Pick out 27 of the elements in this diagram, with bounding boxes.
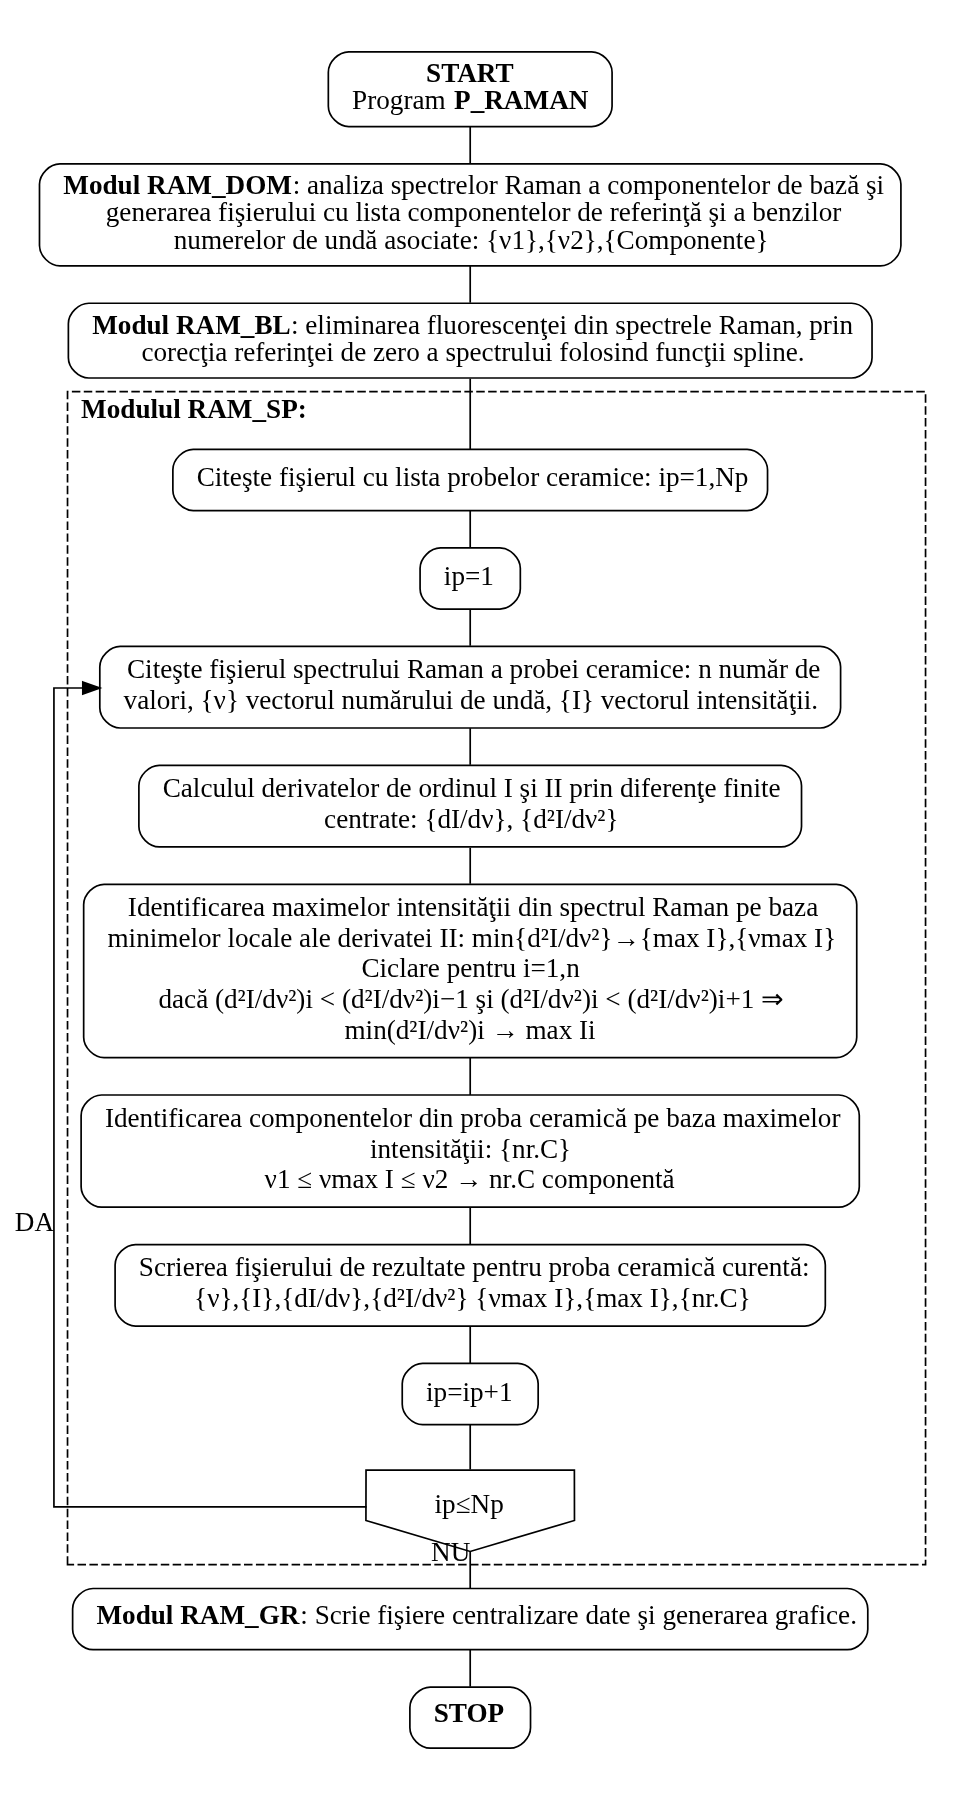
node-box: ip=1	[419, 547, 522, 610]
connector	[469, 126, 472, 165]
connector	[469, 727, 472, 766]
connector	[469, 265, 472, 304]
connector	[469, 1423, 472, 1471]
connector	[469, 846, 472, 885]
node-box: Scrierea fişierului de rezultate pentru proba ceramică curentă: {ν},{I},{dI/dν},{d²I/dν²} {νmax I},{max I},{nr.C}	[114, 1243, 827, 1327]
node-box: Citeşte fişierul cu lista probelor ceramice: ip=1,Np	[172, 448, 769, 512]
node-box: ip=ip+1	[401, 1362, 539, 1426]
node-box: Citeşte fişierul spectrului Raman a probei ceramice: n număr de valori, {ν} vectorul numărului de undă, {I} vectorul intensităţii.	[98, 645, 842, 729]
connector	[469, 608, 472, 647]
connector	[469, 1325, 472, 1365]
node-box: Identificarea maximelor intensităţii din spectrul Raman pe baza minimelor locale ale derivatei II: min{d²I/dν²}→{max I},{νmax I} Ciclare pentru i=1,n dacă (d²I/dν²)i < (d²I/dν²)i−1 şi (d²I/dν²)i < (d²I/dν²)i+1 ⇒ min(d²I/dν²)i → max Ii	[82, 883, 858, 1059]
connector	[469, 1550, 472, 1589]
node-box: START Program P_RAMAN	[327, 50, 613, 128]
connector	[469, 1057, 472, 1096]
connector	[469, 1648, 472, 1688]
node-box: Modul RAM_DOM: analiza spectrelor Raman a componentelor de bază şi generarea fişierului cu lista componentelor de referinţă şi a benzilor numerelor de undă asociate: {ν1},{ν2},{Componente}	[38, 163, 902, 267]
node-box: STOP	[409, 1686, 532, 1750]
node-box: Modul RAM_GR: Scrie fişiere centralizare date şi generarea grafice.	[71, 1587, 869, 1651]
node-box: Identificarea componentelor din proba ceramică pe baza maximelor intensităţii: {nr.C} ν1 ≤ νmax I ≤ ν2 → nr.C componentă	[80, 1094, 861, 1208]
connector	[469, 377, 472, 450]
arrow	[53, 680, 368, 1508]
node-box: Modul RAM_BL: eliminarea fluorescenţei din spectrele Raman, prin corecţia referinţei de zero a spectrului folosind funcţii spline.	[67, 302, 873, 379]
connector	[469, 1206, 472, 1245]
connector	[469, 509, 472, 549]
node-box: Calculul derivatelor de ordinul I şi II prin diferenţe finite centrate: {dI/dν}, {d²I/dν²}	[138, 764, 803, 848]
